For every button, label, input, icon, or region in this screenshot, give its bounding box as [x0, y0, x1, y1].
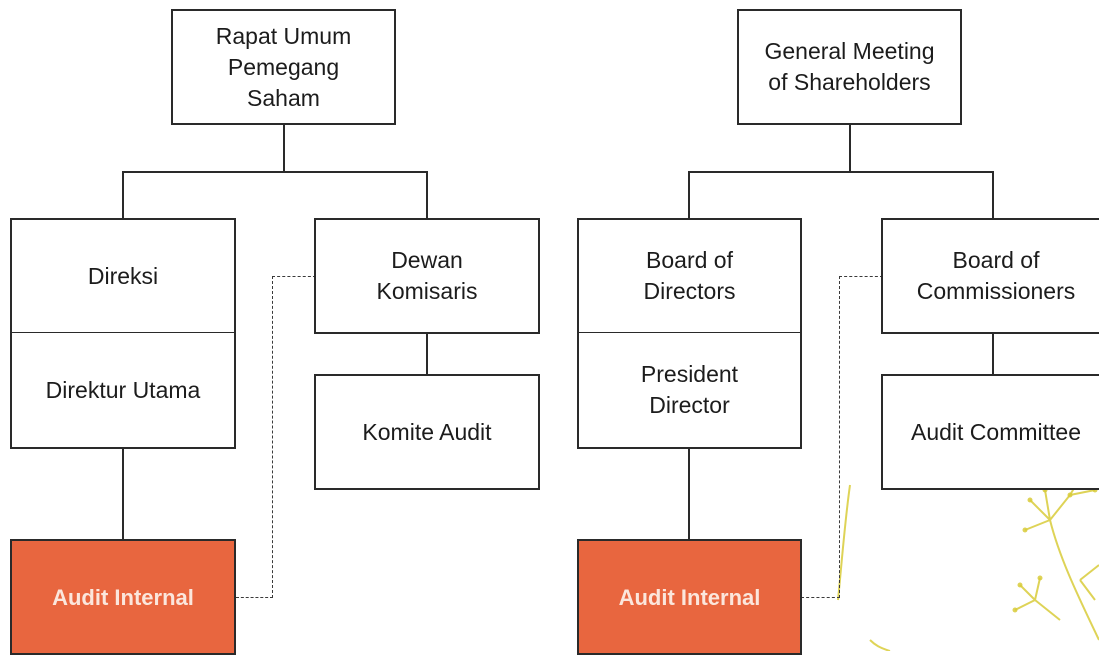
node-audit-committee: Audit Committee: [881, 374, 1099, 490]
dotted-connector: [839, 276, 840, 598]
connector-line: [122, 171, 124, 219]
connector-line: [426, 332, 428, 375]
node-internal-audit: Audit Internal: [10, 539, 236, 655]
node-president-director: President Director: [577, 333, 802, 449]
connector-line: [688, 171, 690, 219]
dotted-connector: [272, 276, 273, 598]
node-board-of-commissioners: Board of Commissioners: [881, 218, 1099, 334]
connector-line: [992, 332, 994, 375]
connector-line: [992, 171, 994, 219]
connector-line: [426, 171, 428, 219]
node-general-meeting: General Meeting of Shareholders: [737, 9, 962, 125]
dotted-connector: [272, 276, 316, 277]
connector-line: [688, 171, 994, 173]
connector-line: [688, 448, 690, 540]
node-general-meeting: Rapat Umum Pemegang Saham: [171, 9, 396, 125]
connector-line: [122, 171, 428, 173]
node-board-of-directors: Board of Directors: [577, 218, 802, 334]
node-president-director: Direktur Utama: [10, 333, 236, 449]
node-board-of-directors: Direksi: [10, 218, 236, 334]
connector-line: [122, 448, 124, 540]
node-audit-committee: Komite Audit: [314, 374, 540, 490]
connector-line: [849, 124, 851, 172]
dotted-connector: [839, 276, 883, 277]
connector-line: [283, 124, 285, 172]
node-board-of-commissioners: Dewan Komisaris: [314, 218, 540, 334]
dotted-connector: [801, 597, 840, 598]
dotted-connector: [236, 597, 273, 598]
node-internal-audit: Audit Internal: [577, 539, 802, 655]
